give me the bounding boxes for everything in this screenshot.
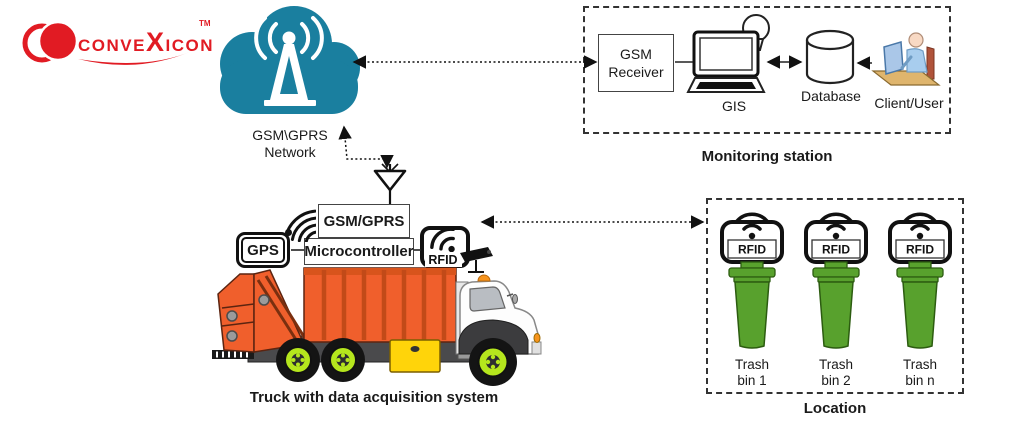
trash-bin-n-label: Trash bin n <box>902 357 937 388</box>
trash-bin-n: RFID <box>888 212 952 349</box>
wifi-icon <box>430 227 455 253</box>
garbage-truck <box>212 267 542 386</box>
truck-antenna-icon <box>373 163 407 208</box>
truck-toolbox <box>389 339 441 373</box>
truck-rfid-reader: RFID <box>420 226 470 268</box>
gps-antenna-dot-icon <box>285 229 292 236</box>
database-icon <box>805 29 855 85</box>
gps-device: GPS <box>236 229 292 268</box>
laptop-icon <box>686 30 766 93</box>
gis-computer-icon <box>686 14 770 93</box>
gsm-gprs-module: GSM/GPRS <box>318 204 410 238</box>
convexicon-logo-icon: conveXicon TM <box>22 19 214 65</box>
rfid-wifi-icon <box>819 212 853 240</box>
location-box <box>706 198 964 394</box>
svg-text:RFID: RFID <box>906 243 934 257</box>
gsm-receiver-node: GSM Receiver <box>598 34 674 92</box>
cloud-label: GSM\GPRS Network <box>252 127 328 160</box>
truck-wheels <box>276 338 517 386</box>
trash-bin-2-label: Trash bin 2 <box>818 357 853 388</box>
microcontroller-module: Microcontroller <box>304 238 414 265</box>
gsm-gprs-cloud-icon <box>220 6 360 114</box>
trash-bin-1-label: Trash bin 1 <box>734 357 769 388</box>
beacon-light-icon <box>477 274 491 282</box>
gps-label: GPS <box>241 237 285 263</box>
trash-bin-2: RFID <box>804 212 868 349</box>
svg-text:RFID: RFID <box>428 253 457 267</box>
camera-icon <box>460 247 493 273</box>
truck-caption: Truck with data acquisition system <box>249 389 499 406</box>
svg-text:conveXicon: conveXicon <box>78 27 214 57</box>
monitoring-station-box <box>583 6 951 134</box>
svg-text:RFID: RFID <box>822 243 850 257</box>
gis-label: GIS <box>721 98 747 114</box>
client-user-icon <box>871 32 941 86</box>
logo-tm: TM <box>199 19 211 28</box>
rfid-wifi-icon <box>903 212 937 240</box>
trash-bin-1: RFID <box>720 212 784 349</box>
database-label: Database <box>801 88 861 104</box>
rfid-wifi-icon <box>735 212 769 240</box>
client-user-label: Client/User <box>874 95 944 111</box>
svg-text:RFID: RFID <box>738 243 766 257</box>
location-title: Location <box>803 400 867 417</box>
monitoring-station-title: Monitoring station <box>701 148 833 165</box>
antenna-tower-icon <box>254 16 324 106</box>
